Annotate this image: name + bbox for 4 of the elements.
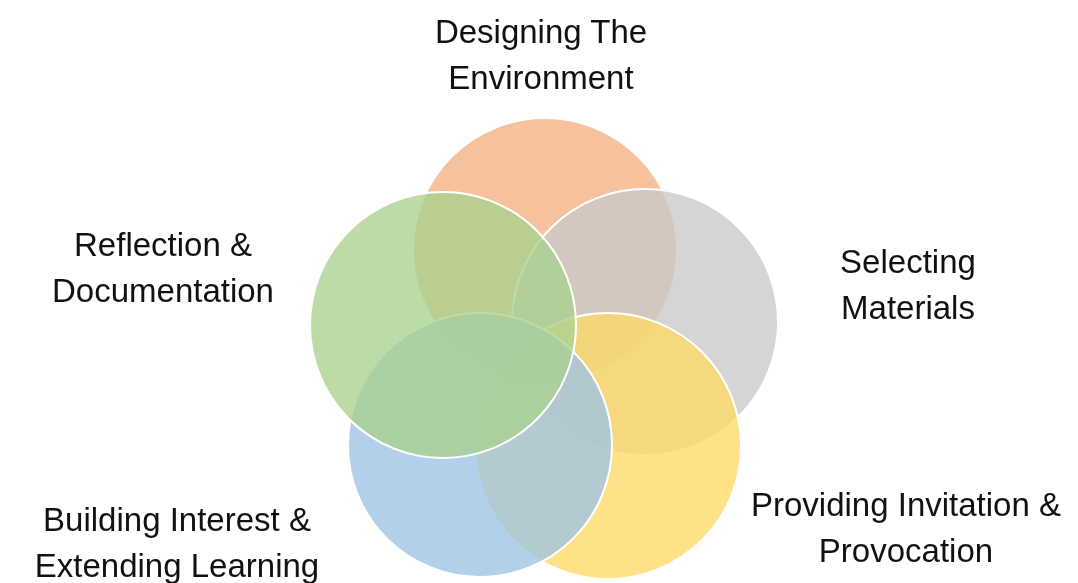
circle-label: Designing The Environment <box>433 12 649 98</box>
circle-label: Reflection & Documentation <box>51 225 275 311</box>
circle-label: Providing Invitation & Provocation <box>750 485 1062 571</box>
circle-label: Selecting Materials <box>839 242 977 328</box>
